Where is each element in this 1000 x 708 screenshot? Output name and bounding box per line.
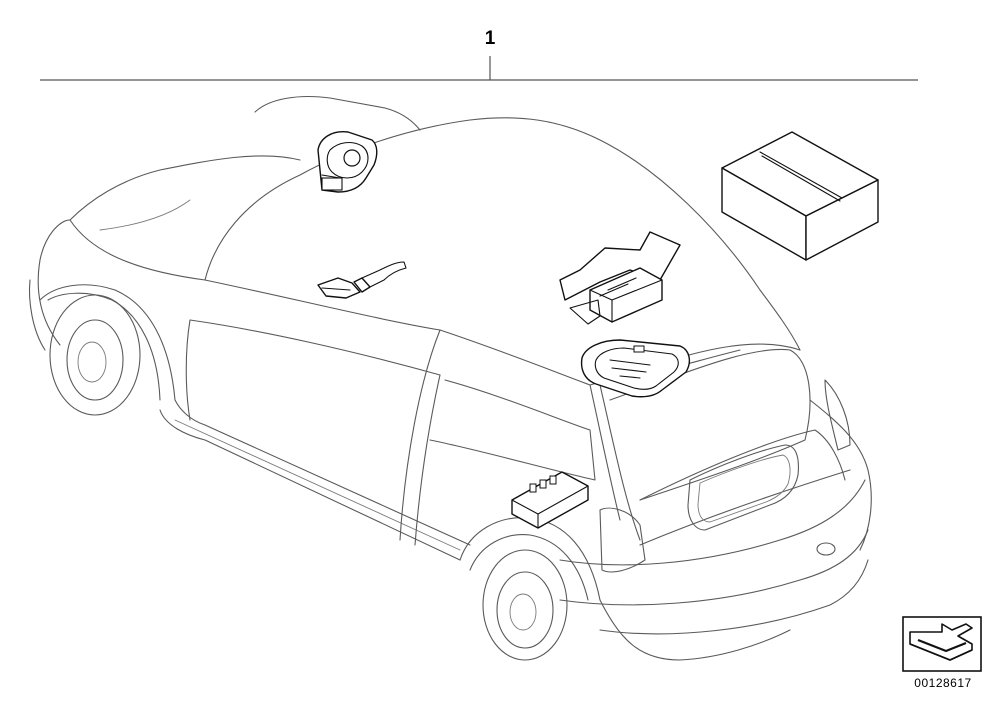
car-outline xyxy=(29,96,872,661)
page-reference-icon xyxy=(902,616,982,672)
package-box-part xyxy=(721,131,879,261)
roof-console-part xyxy=(580,339,691,398)
bracket-part xyxy=(317,131,378,193)
callout-leader xyxy=(40,56,918,81)
reference-number: 00128617 xyxy=(914,676,972,690)
junction-box-part xyxy=(511,471,589,529)
connector-part xyxy=(317,261,407,299)
control-module-part xyxy=(559,231,681,325)
callout-number: 1 xyxy=(484,28,496,49)
